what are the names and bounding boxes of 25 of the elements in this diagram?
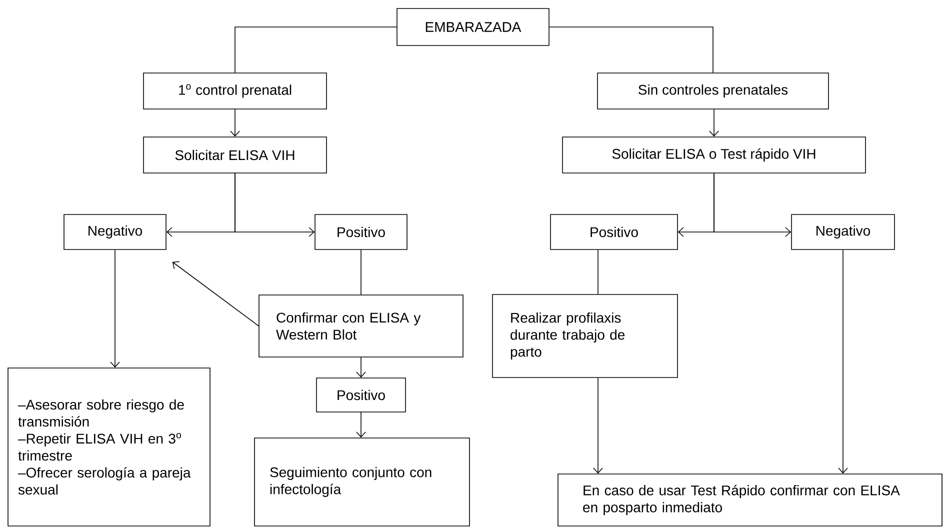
process-box: Confirmar con ELISA y Western Blot xyxy=(258,294,464,358)
process-box: Solicitar ELISA VIH xyxy=(143,136,327,174)
arrow xyxy=(356,357,366,378)
process-box: 1$^{o}$ control prenatal xyxy=(143,72,327,110)
process-box: EMBARAZADA xyxy=(396,8,550,46)
process-box: En caso de usar Test Rápido confirmar con ELISA en posparto inmediato xyxy=(558,474,942,526)
arrow xyxy=(110,250,120,368)
process-box: Seguimiento conjunto con infectología xyxy=(254,438,470,526)
arrow xyxy=(593,378,603,474)
process-box: Negativo xyxy=(64,214,166,250)
process-box: Negativo xyxy=(791,214,895,250)
arrow xyxy=(230,109,240,137)
process-box: Realizar profilaxis durante trabajo de parto xyxy=(492,294,678,378)
arrow xyxy=(709,109,719,137)
process-box: Positivo xyxy=(550,214,678,250)
process-box: Positivo xyxy=(314,214,408,250)
process-box: Sin controles prenatales xyxy=(597,72,829,110)
arrow xyxy=(714,173,792,237)
process-box: Solicitar ELISA o Test rápido VIH xyxy=(562,136,866,174)
arrow xyxy=(234,173,315,237)
process-box: Positivo xyxy=(316,378,406,412)
advice-box: –Asesorar sobre riesgo de transmisión –Repetir ELISA VIH en 3$^{o}$ trimestre –Ofrecer serología a pareja sexual xyxy=(8,368,210,526)
arrow xyxy=(356,412,366,438)
arrow xyxy=(838,250,848,474)
arrow xyxy=(172,261,259,326)
